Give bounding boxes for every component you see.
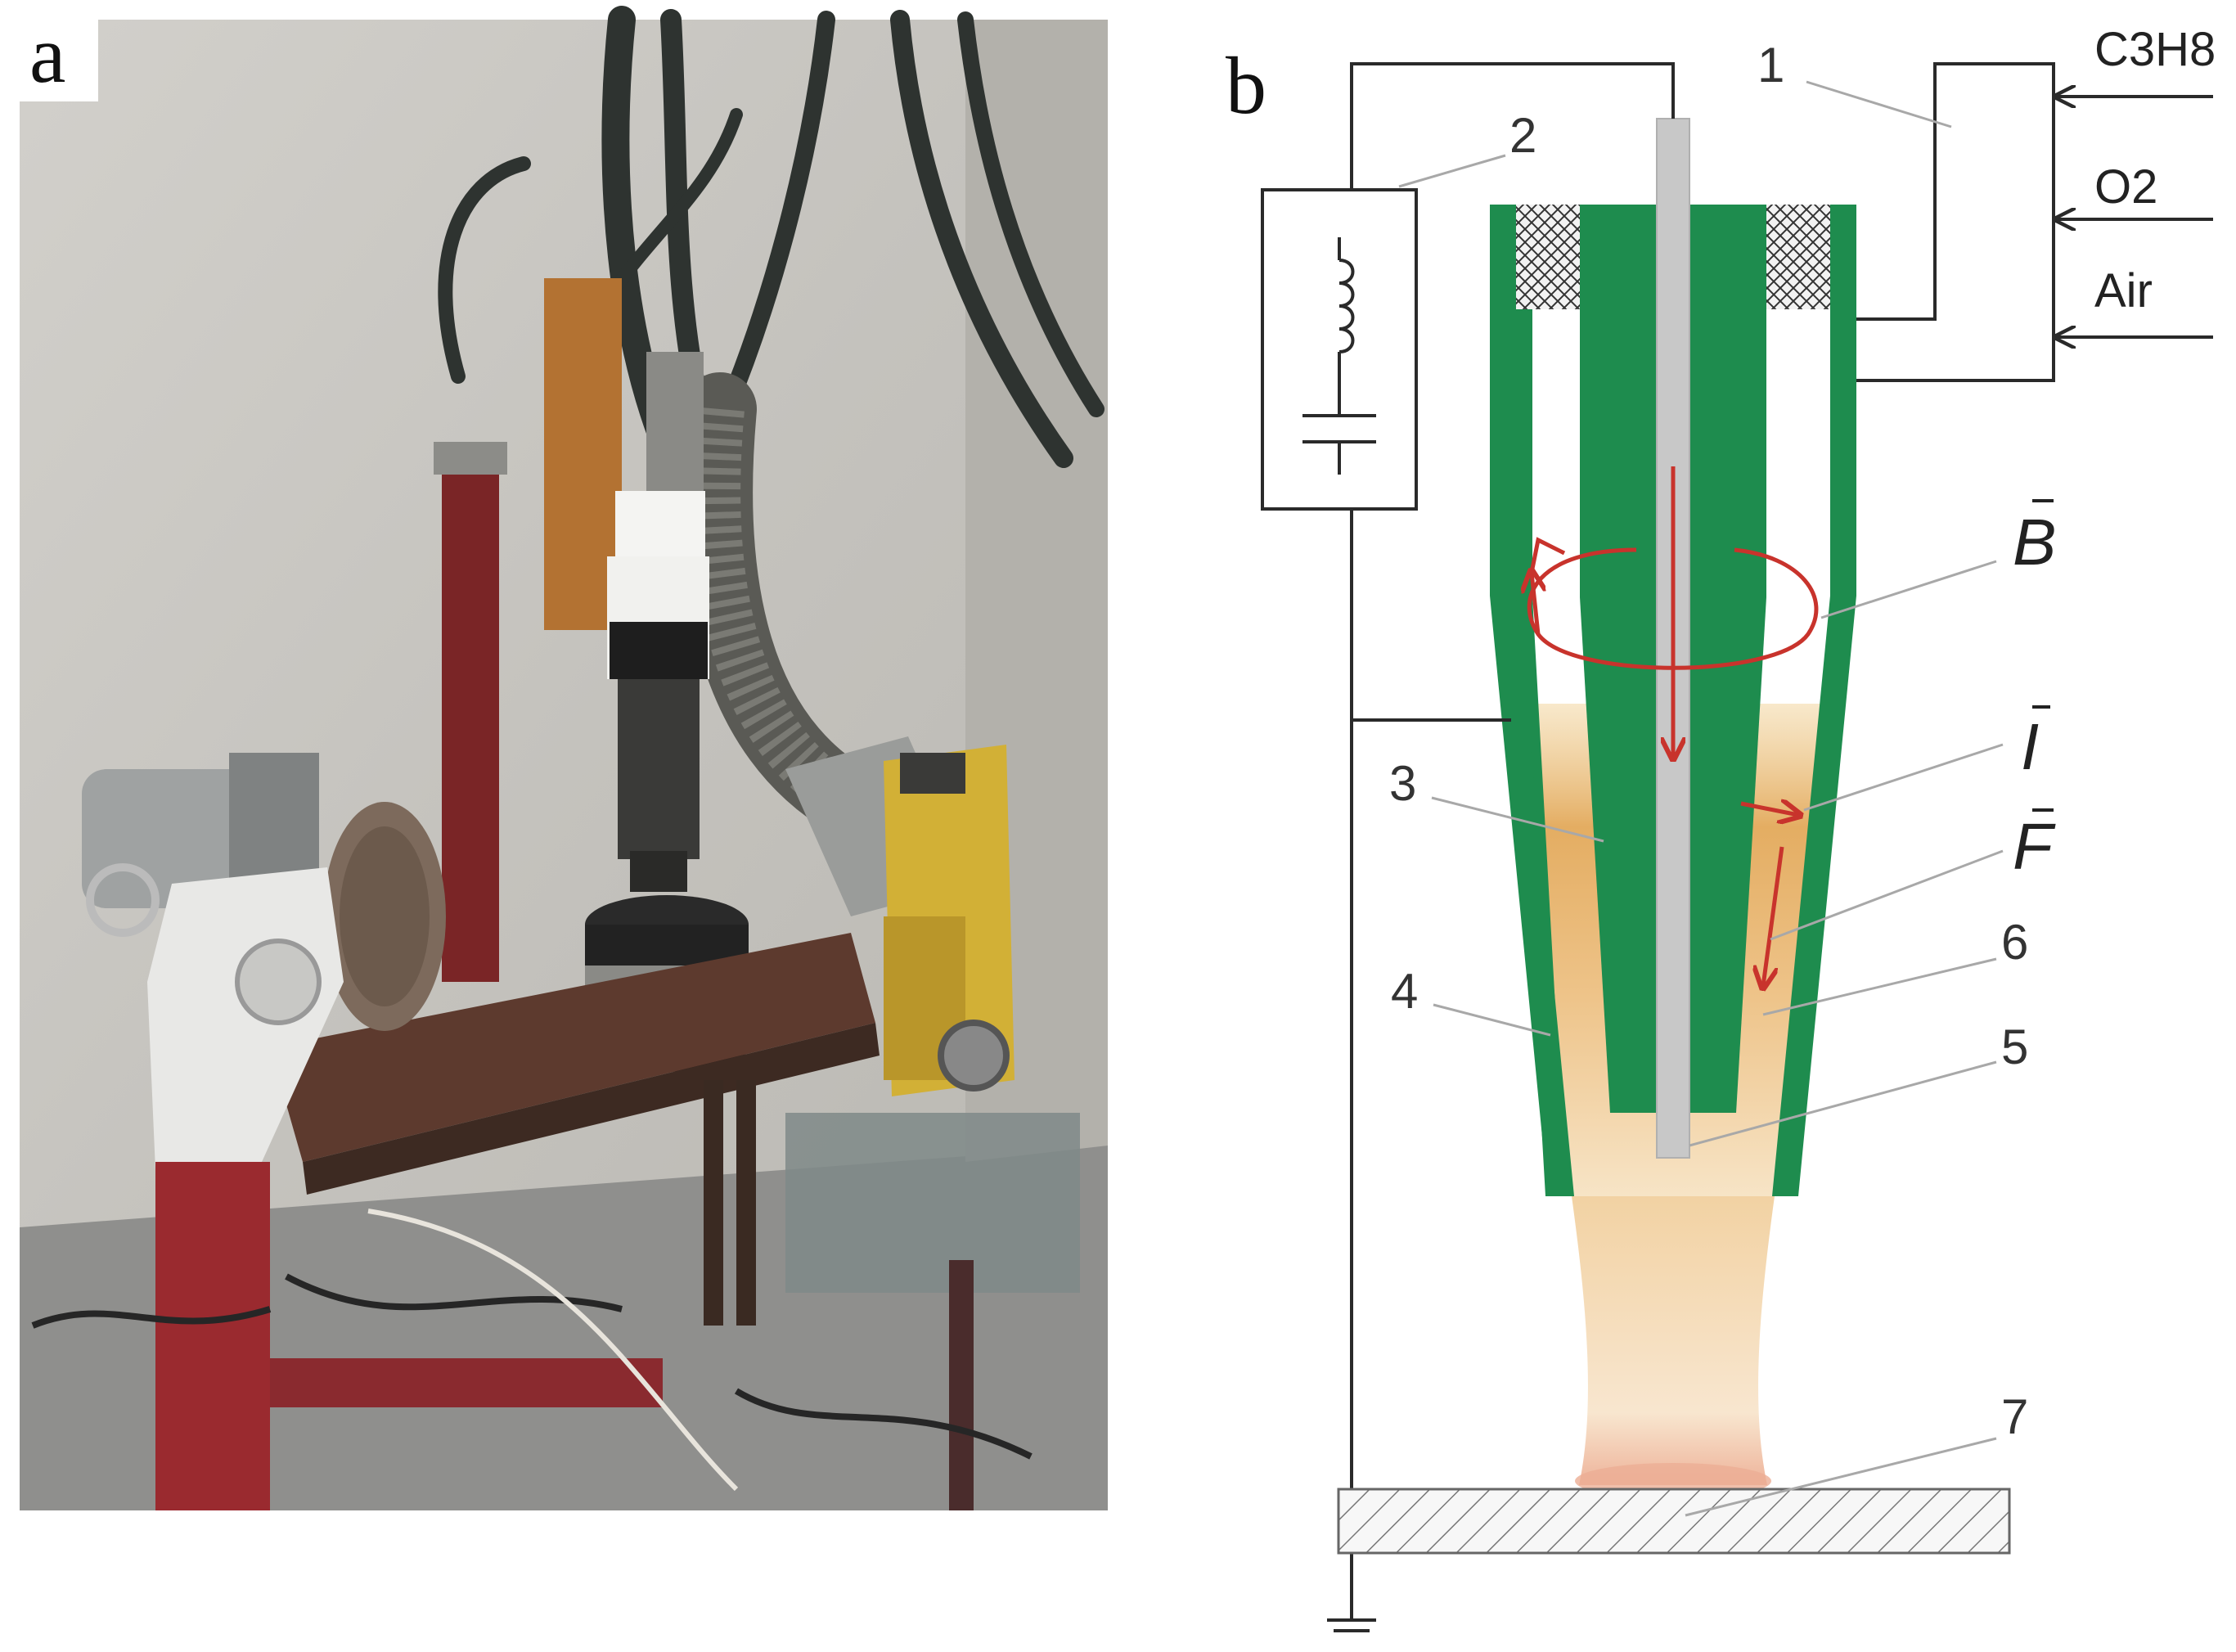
plasma-jet (1572, 1196, 1775, 1485)
workpiece (1337, 1488, 2011, 1555)
callout-6: 6 (2001, 915, 2028, 970)
svg-text:I: I (2021, 710, 2039, 783)
callout-5: 5 (2001, 1020, 2028, 1074)
callout-2: 2 (1509, 108, 1536, 163)
gas-label-c3h8: C3H8 (2094, 23, 2216, 76)
gas-label-air: Air (2094, 264, 2153, 317)
callout-1: 1 (1757, 38, 1784, 92)
callout-7: 7 (2001, 1389, 2028, 1444)
panel-b-diagram: b (1226, 23, 2216, 1632)
current-arrow-i (1740, 803, 1798, 815)
svg-text:B: B (2013, 506, 2056, 578)
wire-ground (1350, 509, 1511, 722)
force-arrow-f (1763, 846, 1784, 986)
svg-text:F: F (2013, 810, 2056, 883)
panel-b-label: b (1226, 40, 1266, 131)
wire-top (1350, 62, 1675, 190)
callout-4: 4 (1391, 964, 1418, 1019)
panel-a-label: a (29, 9, 65, 100)
vector-label-f: F (2013, 808, 2056, 883)
insulator-left (1516, 205, 1580, 309)
insulator-right (1766, 205, 1830, 309)
gas-mixer (1856, 62, 2055, 382)
gas-label-o2: O2 (2094, 160, 2157, 214)
vector-label-b: B (2013, 499, 2056, 578)
nozzle-right-wall (1772, 205, 1856, 1196)
panel-a-photo: a (20, 6, 1108, 1510)
vector-label-i: I (2021, 705, 2050, 783)
callout-3: 3 (1389, 756, 1416, 811)
